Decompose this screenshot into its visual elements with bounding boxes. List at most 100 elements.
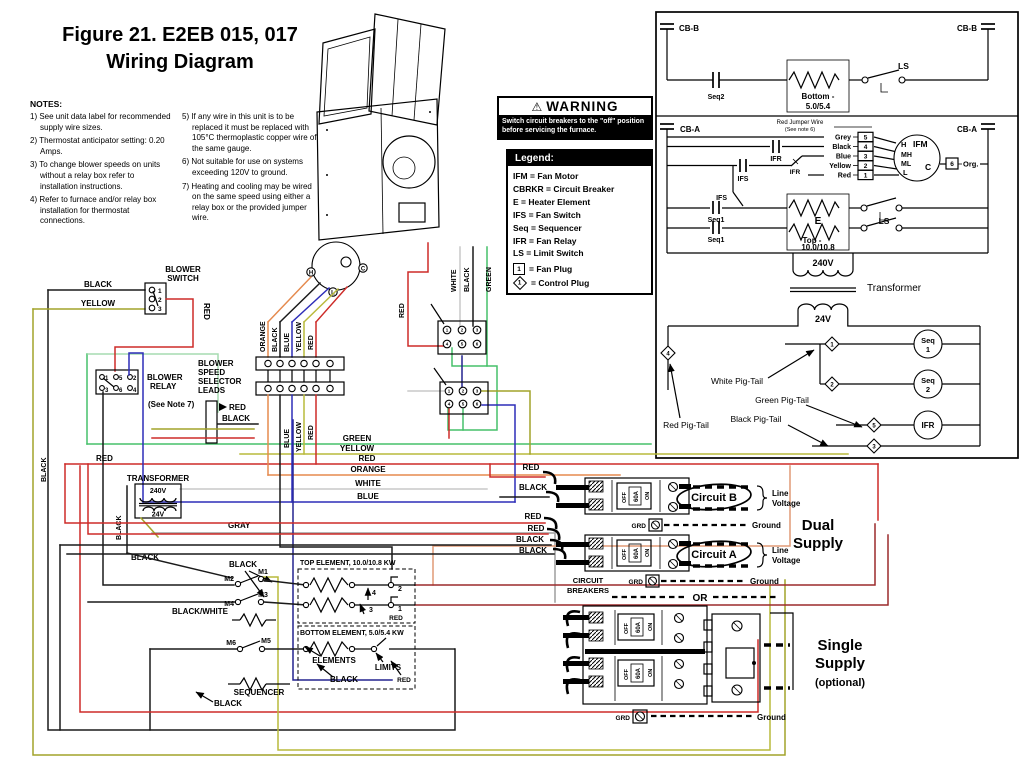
grd-label-b: GRD xyxy=(632,523,647,530)
control-plug-2 xyxy=(824,376,840,392)
bundle-label-gray: GRAY xyxy=(228,521,251,530)
single-b1-amps: 60A xyxy=(636,621,642,633)
control-plug-1 xyxy=(824,336,840,352)
fan-plug-pin-3: 3 xyxy=(864,154,868,161)
wire-label-black-switch: BLACK xyxy=(84,280,112,289)
blower-motor-assembly: H C L ORANGE BLACK BLUE YELLOW RED xyxy=(255,241,393,570)
cb-a-label-left: CB-A xyxy=(680,125,700,134)
selector-black-label: BLACK xyxy=(222,414,250,423)
note-7: 7) Heating and cooling may be wired on t… xyxy=(182,181,312,223)
bundle-label-green: GREEN xyxy=(343,434,372,443)
control-plug-3-number: 3 xyxy=(872,445,876,451)
legend-item-cbrkr: CBRKR = Circuit Breaker xyxy=(513,183,615,194)
limit-number-4: 4 xyxy=(372,590,376,597)
transformer-section: 240V 24V Transformer 4 1 Seq 1 xyxy=(660,253,981,454)
motor-tap-ml: ML xyxy=(901,161,912,168)
wire-label-yellow-switch: YELLOW xyxy=(81,299,116,308)
blower-switch: BLOWER SWITCH BLACK YELLOW 1 2 3 RED xyxy=(32,265,211,372)
seq1-contact-label-1: Seq1 xyxy=(708,217,725,224)
bottom-element-rating: 5.0/5.4 xyxy=(806,102,831,111)
cb-b-label-left: CB-B xyxy=(679,24,699,33)
terminal-m5: M5 xyxy=(261,638,271,645)
seq2-coil-number: 2 xyxy=(926,385,930,394)
wire-label-org: Org. xyxy=(963,160,978,169)
power-supply: RED BLACK OFF 60A ON xyxy=(59,463,866,731)
bottom-element-name: Bottom - xyxy=(802,92,835,101)
circuit-a-label: Circuit A xyxy=(691,549,736,561)
wire-bundle-labels: GREEN YELLOW RED ORANGE WHITE BLUE GRAY xyxy=(228,434,386,530)
single-b2-on: ON xyxy=(648,669,654,677)
relay-pin-1: 1 xyxy=(105,376,109,382)
wire-label-black-white: BLACK/WHITE xyxy=(172,607,229,616)
selector-label-4: LEADS xyxy=(198,386,226,395)
sequencer-section: BLACK M2 M1 M4 M3 BLACK/WHITE xyxy=(87,560,307,708)
note-6: 6) Not suitable for use on systems excee… xyxy=(182,157,303,177)
breaker-b-amps: 60A xyxy=(634,490,640,502)
legend-item-e: E = Heater Element xyxy=(513,196,591,207)
sequencer-label: SEQUENCER xyxy=(234,688,285,697)
motor-tap-c: C xyxy=(925,162,931,172)
grd-label-a: GRD xyxy=(629,579,644,586)
bundle-label-orange: ORANGE xyxy=(350,465,386,474)
bundle-label-blue: BLUE xyxy=(357,492,379,501)
element-black-callout: BLACK xyxy=(330,675,358,684)
ground-label-single: Ground xyxy=(757,713,786,722)
blower-switch-label-2: SWITCH xyxy=(167,274,199,283)
cb-a-label-right: CB-A xyxy=(957,125,977,134)
single-supply-label-1: Single xyxy=(817,637,862,654)
top-element-name: Top - xyxy=(803,236,822,245)
breaker-a-amps: 60A xyxy=(634,547,640,559)
single-b2-amps: 60A xyxy=(636,667,642,679)
relay-pin-6: 6 xyxy=(119,388,123,394)
control-plug-5-number: 5 xyxy=(872,424,876,430)
plug2-pin-6: 6 xyxy=(476,402,479,407)
motor-tap-mh: MH xyxy=(901,152,912,159)
selector-label-3: SELECTOR xyxy=(198,377,242,386)
plug2-pin-5: 5 xyxy=(462,402,465,407)
wire-label-green-plug: GREEN xyxy=(486,267,493,292)
wire-label-blue-v2: BLUE xyxy=(284,429,291,448)
element-e-label: E xyxy=(815,216,822,227)
single-b1-on: ON xyxy=(648,623,654,631)
ifs-contact-label-1: IFS xyxy=(738,176,749,183)
supply-black-label-a1: BLACK xyxy=(516,535,544,544)
seq2-contact-label: Seq2 xyxy=(708,94,725,101)
circuit-breakers-label-2: BREAKERS xyxy=(567,586,609,595)
ifr-contact-label-1: IFR xyxy=(770,156,781,163)
fan-plug-pin-1: 1 xyxy=(864,173,868,180)
control-schematic: CB-B CB-B Seq2 Bottom - 5.0/5.4 LS xyxy=(655,11,1019,459)
terminal-m4: M4 xyxy=(224,601,234,608)
wire-label-orange-v: ORANGE xyxy=(260,321,267,352)
ifs-contact-label-2: IFS xyxy=(716,195,727,202)
breaker-a-on: ON xyxy=(645,549,651,557)
legend-fan-plug: = Fan Plug xyxy=(529,264,573,275)
blower-relay-label-2: RELAY xyxy=(150,382,177,391)
breaker-a-off: OFF xyxy=(622,548,628,560)
red-pigtail-label: Red Pig-Tail xyxy=(663,420,709,430)
control-plug-2-number: 2 xyxy=(830,383,834,389)
ls-label-top: LS xyxy=(898,61,909,71)
relay-pin-5: 5 xyxy=(119,376,123,382)
wire-label-black-v: BLACK xyxy=(272,328,279,353)
plug1-pin-3: 3 xyxy=(476,328,479,333)
wire-label-yellow: Yellow xyxy=(829,163,851,170)
wire-label-black-plug: BLACK xyxy=(464,268,471,293)
white-pigtail-label: White Pig-Tail xyxy=(711,376,763,386)
circuit-b-label: Circuit B xyxy=(691,492,737,504)
seq-black-callout-2: BLACK xyxy=(214,699,242,708)
fan-plug-pin-2: 2 xyxy=(864,163,868,170)
legend-heading: Legend: xyxy=(508,151,651,166)
ifr-contact-label-2: IFR xyxy=(790,169,801,176)
line-voltage-a-1: Line xyxy=(772,546,789,555)
furnace-illustration xyxy=(316,13,446,241)
notes-column-2: 5) If any wire in this unit is to be rep… xyxy=(182,112,320,229)
fan-plug-1: RED WHITE BLACK GREEN 1 2 3 4 5 6 xyxy=(399,242,498,431)
wire-label-blue: Blue xyxy=(836,154,851,161)
cb-b-label-right: CB-B xyxy=(957,24,977,33)
seq1-coil-number: 1 xyxy=(926,345,930,354)
ground-label-b: Ground xyxy=(752,521,781,530)
cb-b-circuit: CB-B CB-B Seq2 Bottom - 5.0/5.4 LS xyxy=(660,23,995,113)
plug2-pin-4: 4 xyxy=(448,402,451,407)
single-b2-off: OFF xyxy=(624,668,630,680)
control-plug-4-number: 4 xyxy=(666,352,670,358)
